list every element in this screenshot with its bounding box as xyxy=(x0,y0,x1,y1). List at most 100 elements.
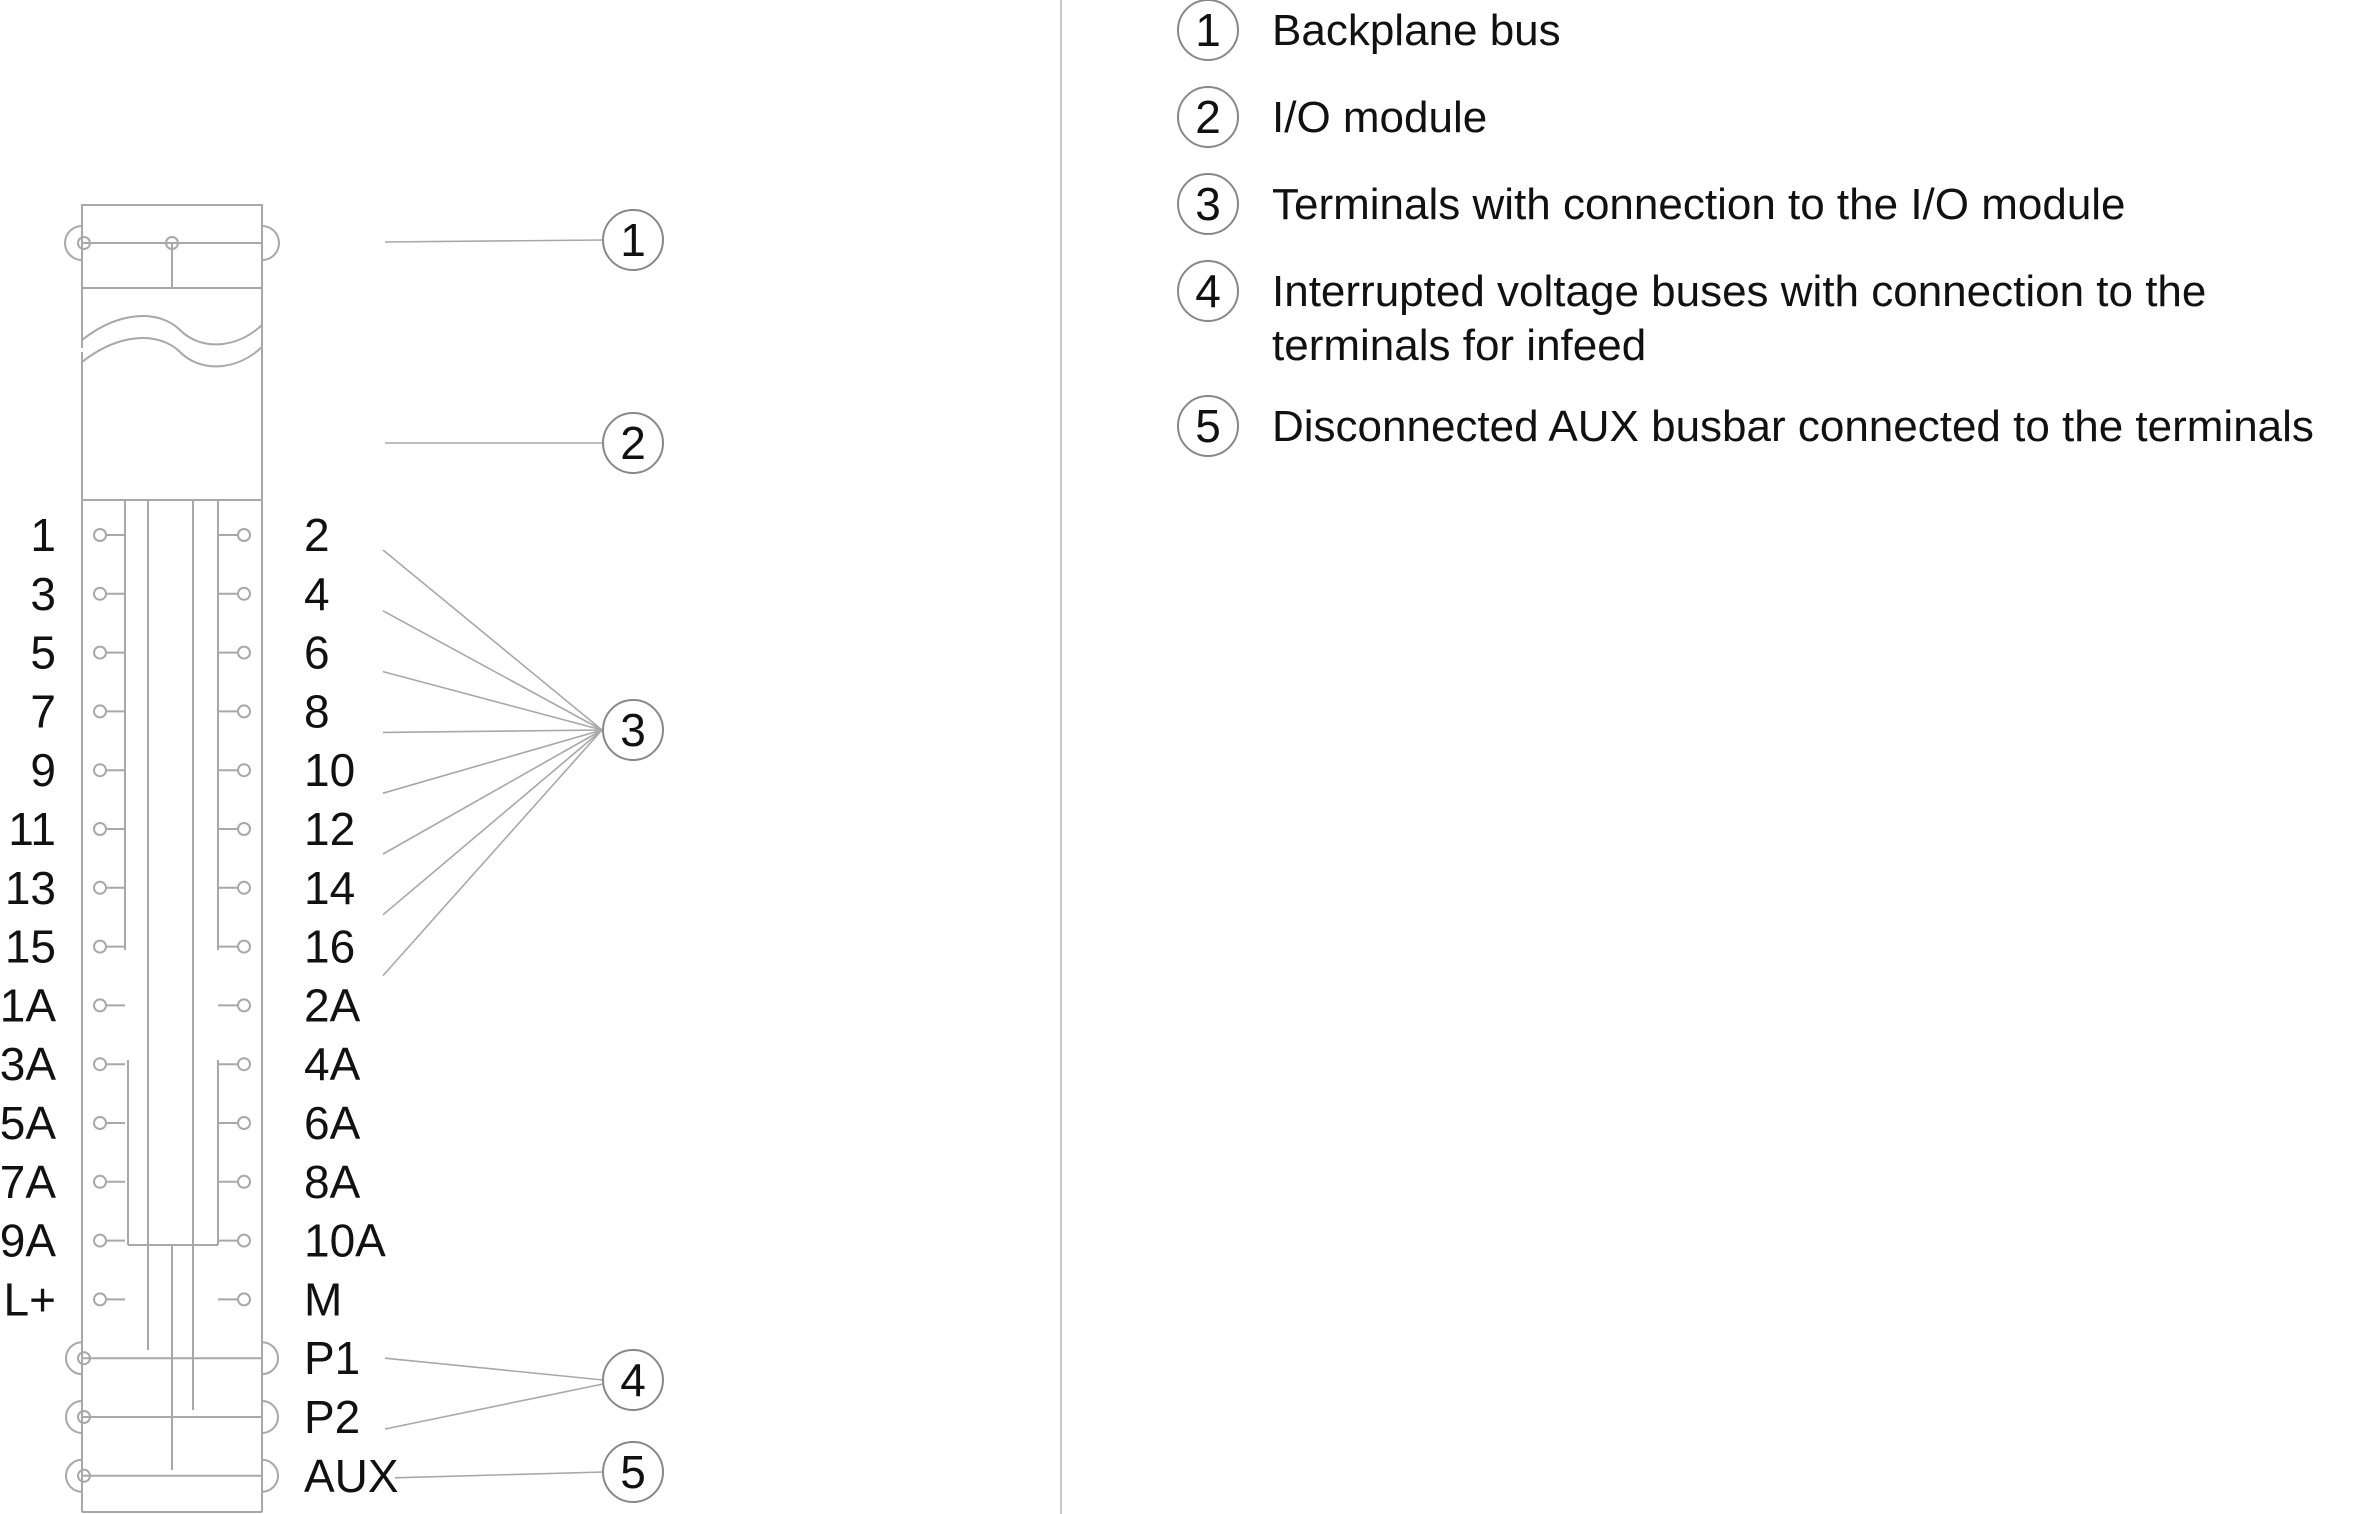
callout-number: 4 xyxy=(620,1354,646,1406)
legend-number: 1 xyxy=(1195,4,1221,56)
module-drawing xyxy=(64,204,280,1513)
leader-4 xyxy=(384,1357,604,1381)
bus-notch-left xyxy=(64,225,83,261)
legend-circle xyxy=(1177,260,1239,322)
terminal-node-right xyxy=(237,1292,251,1307)
pin-label-right: AUX xyxy=(304,1450,399,1502)
callout-circle xyxy=(602,209,664,271)
terminal-node-left xyxy=(93,528,107,542)
leader-3 xyxy=(382,729,603,977)
pin-label-right: P2 xyxy=(304,1391,360,1443)
leader-3 xyxy=(382,729,603,794)
break-line-bottom xyxy=(81,337,263,368)
leader-4 xyxy=(384,1383,604,1430)
leader-3 xyxy=(382,549,603,731)
break-line-top xyxy=(81,315,263,346)
infeed-notch-left xyxy=(65,1458,83,1493)
terminal-node-right xyxy=(237,1057,251,1072)
leader-3 xyxy=(382,729,603,916)
pin-label-left: 1 xyxy=(30,509,56,561)
pin-label-right: 4A xyxy=(304,1038,361,1090)
pin-label-right: 2A xyxy=(304,979,361,1031)
pin-label-right: 8A xyxy=(304,1156,361,1208)
terminal-node-left xyxy=(93,645,107,660)
leader-5 xyxy=(394,1471,604,1479)
leader-3 xyxy=(382,610,603,731)
callout-circle xyxy=(602,1349,664,1411)
bus-node xyxy=(77,236,91,250)
callout-2: 2 xyxy=(602,412,664,474)
callout-circle xyxy=(602,699,664,761)
legend-text: Backplane bus xyxy=(1272,6,1561,55)
infeed-notch-right xyxy=(261,1458,279,1493)
pin-label-left: 5 xyxy=(30,627,56,679)
infeed-node xyxy=(77,1468,91,1483)
callout-circle xyxy=(602,1441,664,1503)
leader-lines xyxy=(382,239,604,1479)
terminal-node-left xyxy=(93,822,107,836)
pin-label-left: 7A xyxy=(0,1156,56,1208)
legend-circle xyxy=(1177,86,1239,148)
terminal-node-right xyxy=(237,1233,251,1248)
callout-5: 5 xyxy=(602,1441,664,1503)
callout-3: 3 xyxy=(602,699,664,761)
bus-notch-right xyxy=(261,225,280,261)
terminal-node-right xyxy=(237,939,251,954)
legend-text: Disconnected AUX busbar connected to the… xyxy=(1272,402,2314,451)
infeed-notch-left xyxy=(65,1341,83,1376)
legend-text: Terminals with connection to the I/O mod… xyxy=(1272,180,2126,229)
terminal-node-right xyxy=(237,704,251,719)
callout-circle xyxy=(602,412,664,474)
legend-number: 4 xyxy=(1195,265,1221,317)
terminal-node-left xyxy=(93,704,107,719)
pin-label-right: 8 xyxy=(304,685,330,737)
callout-number: 5 xyxy=(620,1446,646,1498)
callout-number: 2 xyxy=(620,417,646,469)
pin-label-right: 10A xyxy=(304,1215,386,1267)
infeed-notch-left xyxy=(65,1400,83,1434)
pin-label-right: 6 xyxy=(304,627,330,679)
pin-label-right: 2 xyxy=(304,509,330,561)
terminal-node-right xyxy=(237,528,251,542)
callout-4: 4 xyxy=(602,1349,664,1411)
terminal-node-right xyxy=(237,763,251,778)
pin-label-left: 1A xyxy=(0,979,56,1031)
leader-3 xyxy=(382,729,603,855)
terminal-node-left xyxy=(93,880,107,895)
pin-label-right: 4 xyxy=(304,568,330,620)
legend-number: 2 xyxy=(1195,91,1221,143)
pin-label-right: P1 xyxy=(304,1332,360,1384)
terminal-node-left xyxy=(93,939,107,954)
leader-1 xyxy=(384,239,604,243)
backplane-outline xyxy=(81,204,263,350)
terminal-node-right xyxy=(237,586,251,601)
callout-number: 1 xyxy=(620,214,646,266)
pin-label-right: 6A xyxy=(304,1097,361,1149)
pin-label-left: 9A xyxy=(0,1215,56,1267)
callout-circles: 1 2 3 4 5 xyxy=(602,209,664,1503)
terminal-node-right xyxy=(237,998,251,1013)
callout-1: 1 xyxy=(602,209,664,271)
pin-label-right: M xyxy=(304,1273,342,1325)
pin-label-right: 16 xyxy=(304,921,355,973)
legend-item-1: 1 Backplane bus xyxy=(1177,0,1561,61)
pin-label-left: 13 xyxy=(5,862,56,914)
pin-label-left: 7 xyxy=(30,685,56,737)
bus-node xyxy=(165,236,179,250)
legend-item-5: 5 Disconnected AUX busbar connected to th… xyxy=(1177,395,2314,457)
pin-label-left: L+ xyxy=(4,1273,56,1325)
legend-number: 5 xyxy=(1195,400,1221,452)
legend-text: Interrupted voltage buses with connectio… xyxy=(1272,267,2206,316)
legend-text: terminals for infeed xyxy=(1272,321,1646,370)
terminal-rows xyxy=(65,528,279,1493)
infeed-node xyxy=(77,1410,91,1424)
terminal-node-right xyxy=(237,645,251,660)
terminal-node-left xyxy=(93,763,107,778)
legend-circle xyxy=(1177,0,1239,61)
pin-labels: 135791113151A3A5A7A9AL+2468101214162A4A6… xyxy=(0,509,399,1502)
terminal-node-right xyxy=(237,1116,251,1130)
legend-circle xyxy=(1177,173,1239,235)
